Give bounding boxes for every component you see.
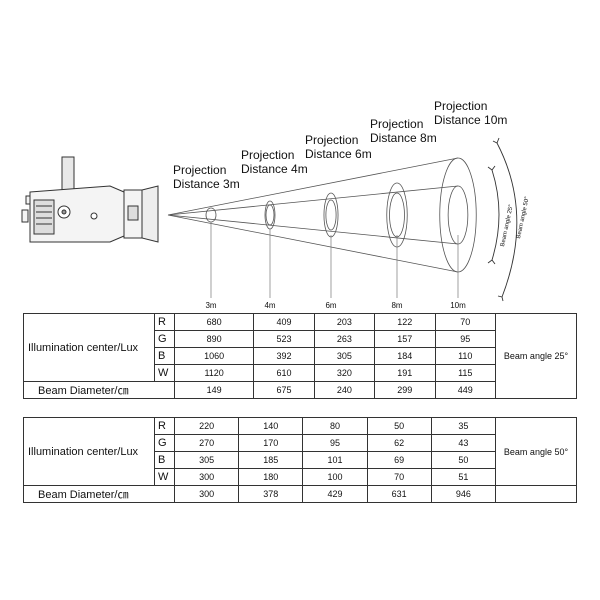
value-cell: 100	[302, 468, 368, 486]
beam-diameter-label: Beam Diameter/㎝	[23, 381, 175, 399]
projection-label-line: Distance 8m	[370, 131, 437, 145]
value-cell: 149	[173, 381, 255, 399]
inner-beam-ring	[325, 199, 337, 231]
projection-label-line: Distance 4m	[241, 162, 308, 176]
empty-cell	[495, 485, 577, 503]
value-cell: 95	[434, 330, 497, 348]
value-cell: 101	[302, 451, 368, 469]
value-cell: 392	[253, 347, 315, 365]
inner-beam-ring	[265, 204, 275, 226]
value-cell: 610	[253, 364, 315, 382]
value-cell: 185	[238, 451, 304, 469]
channel-label: W	[154, 364, 175, 382]
value-cell: 1060	[173, 347, 255, 365]
channel-label: G	[154, 434, 175, 452]
illumination-label: Illumination center/Lux	[23, 313, 155, 382]
distance-drop-lines	[210, 222, 459, 298]
beam-angle-cell: Beam angle 50°	[495, 417, 577, 486]
projection-label-line: Projection	[241, 148, 295, 162]
distance-tick-label: 8m	[391, 301, 402, 310]
distance-tick-label: 10m	[450, 301, 466, 310]
channel-label: B	[154, 451, 175, 469]
projection-label-line: Distance 6m	[305, 147, 372, 161]
distance-tick-label: 6m	[325, 301, 336, 310]
value-cell: 180	[238, 468, 304, 486]
value-cell: 203	[313, 313, 376, 331]
value-cell: 62	[366, 434, 432, 452]
projection-label-line: Distance 10m	[434, 113, 508, 127]
beam-angle-arcs	[487, 137, 518, 302]
value-cell: 449	[434, 381, 497, 399]
value-cell: 946	[430, 485, 497, 503]
illumination-label: Illumination center/Lux	[23, 417, 155, 486]
value-cell: 50	[366, 417, 432, 435]
value-cell: 523	[253, 330, 315, 348]
value-cell: 270	[173, 434, 240, 452]
channel-label: R	[154, 417, 175, 435]
value-cell: 95	[302, 434, 368, 452]
beam-cone	[167, 157, 459, 273]
channel-label: R	[154, 313, 175, 331]
inner-beam-ring	[389, 192, 405, 238]
spec-table-25: Illumination center/Lux R 680 409 203 12…	[23, 313, 577, 399]
projection-label-4m: Projection Distance 4m	[241, 148, 308, 176]
channel-label: G	[154, 330, 175, 348]
projection-label-6m: Projection Distance 6m	[305, 133, 372, 161]
value-cell: 50	[430, 451, 497, 469]
value-cell: 80	[302, 417, 368, 435]
value-cell: 51	[430, 468, 497, 486]
projection-diagram: 3m 4m 6m 8m 10m	[21, 137, 518, 310]
projection-label-line: Projection	[173, 163, 227, 177]
value-cell: 220	[173, 417, 240, 435]
value-cell: 240	[313, 381, 376, 399]
projection-label-line: Projection	[434, 99, 488, 113]
value-cell: 680	[173, 313, 255, 331]
value-cell: 140	[238, 417, 304, 435]
value-cell: 122	[374, 313, 436, 331]
value-cell: 300	[173, 468, 240, 486]
value-cell: 263	[313, 330, 376, 348]
projection-label-line: Projection	[370, 117, 424, 131]
value-cell: 300	[173, 485, 240, 503]
value-cell: 170	[238, 434, 304, 452]
value-cell: 305	[313, 347, 376, 365]
distance-tick-label: 3m	[205, 301, 216, 310]
projection-label-line: Projection	[305, 133, 359, 147]
value-cell: 70	[366, 468, 432, 486]
value-cell: 35	[430, 417, 497, 435]
projection-label-line: Distance 3m	[173, 177, 240, 191]
distance-tick-label: 4m	[264, 301, 275, 310]
value-cell: 157	[374, 330, 436, 348]
value-cell: 299	[374, 381, 436, 399]
value-cell: 305	[173, 451, 240, 469]
value-cell: 184	[374, 347, 436, 365]
beam-angle-cell: Beam angle 25°	[495, 313, 577, 399]
value-cell: 43	[430, 434, 497, 452]
value-cell: 70	[434, 313, 497, 331]
spec-table-50: Illumination center/Lux R 220 140 80 50 …	[23, 417, 577, 503]
value-cell: 110	[434, 347, 497, 365]
value-cell: 409	[253, 313, 315, 331]
value-cell: 69	[366, 451, 432, 469]
distance-ticks: 3m 4m 6m 8m 10m	[205, 301, 466, 310]
projection-label-10m: Projection Distance 10m	[434, 99, 507, 127]
value-cell: 115	[434, 364, 497, 382]
channel-label: B	[154, 347, 175, 365]
outer-beam-ring	[205, 207, 217, 223]
channel-label: W	[154, 468, 175, 486]
projection-label-8m: Projection Distance 8m	[370, 117, 437, 145]
value-cell: 378	[238, 485, 304, 503]
value-cell: 631	[366, 485, 432, 503]
value-cell: 191	[374, 364, 436, 382]
value-cell: 1120	[173, 364, 255, 382]
value-cell: 890	[173, 330, 255, 348]
fixture-illustration	[21, 156, 159, 243]
projection-label-3m: Projection Distance 3m	[173, 163, 240, 191]
value-cell: 320	[313, 364, 376, 382]
value-cell: 429	[302, 485, 368, 503]
value-cell: 675	[253, 381, 315, 399]
beam-diameter-label: Beam Diameter/㎝	[23, 485, 175, 503]
